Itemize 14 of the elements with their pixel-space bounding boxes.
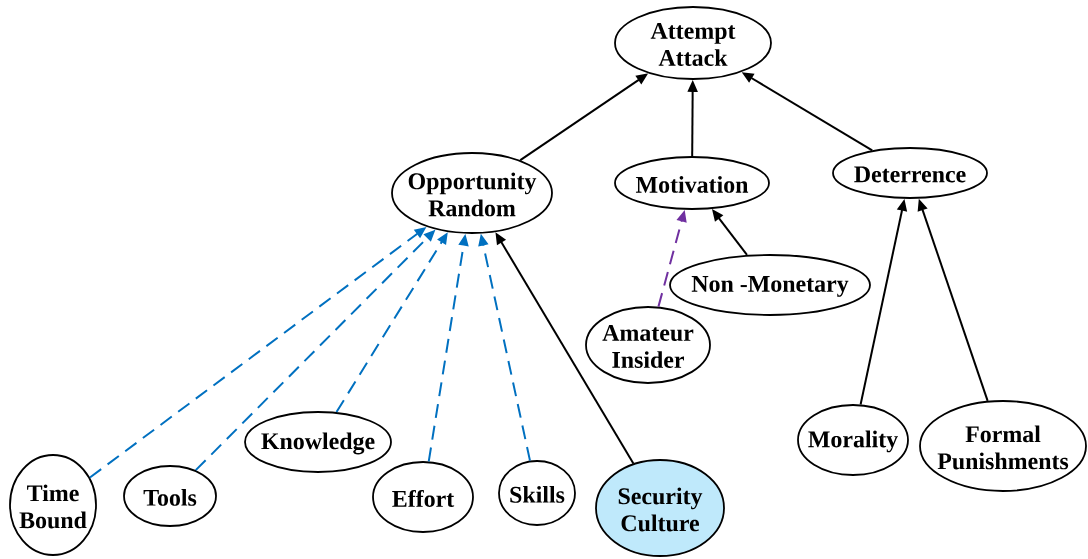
ellipse-node: Morality xyxy=(797,404,909,476)
ellipse-node: Non -Monetary xyxy=(669,254,871,316)
ellipse-node: Motivation xyxy=(614,156,770,210)
ellipse-node: Knowledge xyxy=(244,411,392,473)
ellipse-node: Skills xyxy=(498,460,576,526)
ellipse-node: Amateur Insider xyxy=(585,306,711,384)
ellipse-node: Opportunity Random xyxy=(391,152,553,234)
ellipse-node: Deterrence xyxy=(832,147,988,199)
ellipse-node: Time Bound xyxy=(9,454,97,556)
ellipse-node: Formal Punishments xyxy=(919,400,1087,492)
ellipse-node: Security Culture xyxy=(595,459,725,557)
ellipse-node: Effort xyxy=(372,461,474,533)
ellipse-node: Attempt Attack xyxy=(614,6,772,80)
ellipse-node: Tools xyxy=(123,465,217,527)
